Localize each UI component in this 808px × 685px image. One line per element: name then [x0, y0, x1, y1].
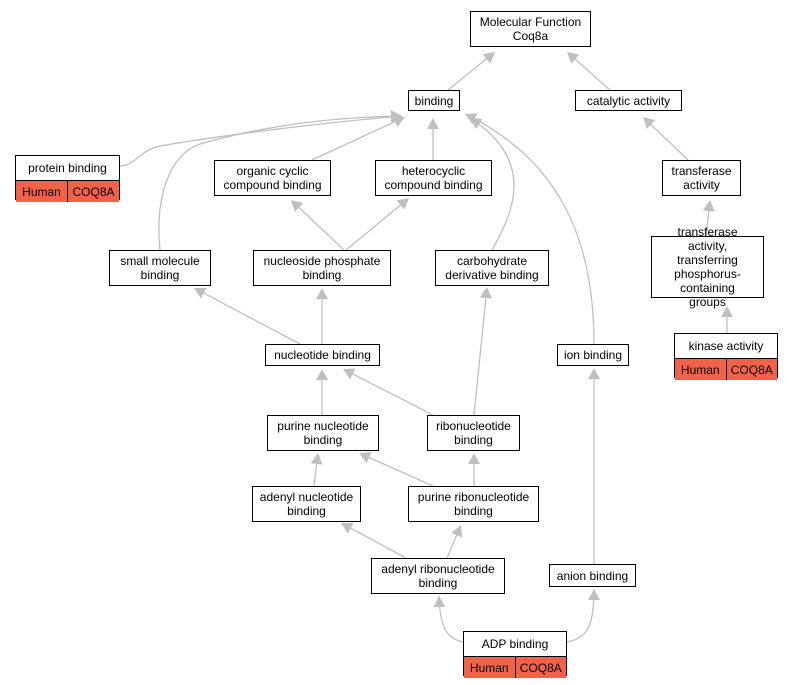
node-label: anion binding [556, 568, 629, 583]
node-label: organic cyclic compound binding [223, 164, 322, 192]
node-kinase-activity[interactable]: kinase activity Human COQ8A [674, 333, 778, 380]
node-label: small molecule binding [120, 254, 200, 282]
node-label: heterocyclic compound binding [384, 164, 483, 192]
edge-arrowhead [341, 522, 354, 534]
gene-annotation-row: Human COQ8A [464, 656, 566, 678]
species-cell: Human [469, 660, 509, 675]
edge-ion-to-binding [464, 113, 595, 345]
edge-ribonucleotide-to-carbohydrate_derivative [473, 294, 487, 416]
gene-annotation-row: Human COQ8A [675, 358, 777, 380]
node-label: protein binding [28, 161, 107, 175]
node-label: nucleotide binding [274, 348, 371, 362]
edge-arrowhead [390, 110, 402, 123]
node-label: transferase activity [671, 164, 732, 192]
edge-adenyl_nucleotide-to-purine_nucleotide [313, 460, 318, 487]
edge-arrowhead [343, 368, 356, 380]
node-adenyl-ribonucleotide-binding[interactable]: adenyl ribonucleotide binding [371, 558, 505, 594]
edge-nucleotide-to-small_molecule [200, 291, 301, 345]
gene-annotation-row: Human COQ8A [16, 180, 119, 202]
gene-cell: COQ8A [725, 359, 778, 380]
edge-arrowhead [310, 453, 323, 465]
edge-arrowhead [702, 200, 715, 212]
node-adp-binding[interactable]: ADP binding Human COQ8A [463, 631, 567, 678]
node-label: nucleoside phosphate binding [263, 254, 381, 282]
edge-catalytic-to-root [572, 56, 611, 91]
node-molecular-function[interactable]: Molecular Function Coq8a [470, 11, 591, 47]
edge-arrowhead [468, 453, 480, 464]
node-nucleoside-phosphate-binding[interactable]: nucleoside phosphate binding [253, 250, 391, 286]
node-label: ribonucleotide binding [436, 419, 511, 447]
edge-ribonucleotide-to-nucleotide [349, 372, 434, 416]
edge-arrowhead [465, 113, 478, 125]
edge-arrowhead [316, 369, 328, 380]
edge-arrowhead [427, 118, 439, 129]
node-heterocyclic-compound-binding[interactable]: heterocyclic compound binding [375, 160, 492, 196]
edge-purine_ribonucleotide-to-purine_nucleotide [366, 455, 434, 487]
edge-arrowhead [479, 287, 492, 299]
node-nucleotide-binding[interactable]: nucleotide binding [265, 344, 380, 366]
node-protein-binding[interactable]: protein binding Human COQ8A [15, 155, 120, 202]
node-label: binding [414, 93, 454, 108]
species-cell: Human [680, 362, 720, 377]
edge-arrowhead [396, 198, 409, 210]
edge-arrowhead [291, 200, 304, 212]
node-purine-nucleotide-binding[interactable]: purine nucleotide binding [267, 415, 379, 451]
edge-carbohydrate_derivative-to-binding [469, 117, 515, 251]
node-purine-ribonucleotide-binding[interactable]: purine ribonucleotide binding [408, 486, 539, 522]
edge-adenyl_ribonucleotide-to-purine_ribonucleotide [446, 532, 459, 559]
node-label: Molecular Function Coq8a [479, 15, 582, 43]
node-label: adenyl nucleotide binding [259, 490, 354, 518]
edge-arrowhead [433, 596, 446, 608]
edge-nucleoside_phosphate-to-organic_cyclic [296, 205, 345, 251]
node-label: purine ribonucleotide binding [417, 490, 530, 518]
edge-arrowhead [316, 288, 328, 299]
edge-small_molecule-to-binding [158, 115, 403, 251]
edge-arrowhead [721, 306, 733, 317]
node-carbohydrate-derivative-binding[interactable]: carbohydrate derivative binding [435, 250, 549, 286]
gene-cell: COQ8A [514, 657, 567, 678]
edge-arrowhead [643, 117, 656, 129]
node-ion-binding[interactable]: ion binding [557, 344, 629, 366]
edge-protein_binding-to-binding [119, 115, 403, 167]
node-transferase-activity[interactable]: transferase activity [662, 160, 741, 196]
node-label: ADP binding [481, 637, 549, 651]
node-label: catalytic activity [586, 93, 671, 108]
node-adenyl-nucleotide-binding[interactable]: adenyl nucleotide binding [252, 486, 361, 522]
edge-nucleoside_phosphate-to-heterocyclic [345, 202, 404, 251]
node-label: transferase activity, transferring phosp… [674, 225, 741, 309]
edge-arrowhead [567, 52, 580, 64]
edge-binding-to-root [447, 56, 490, 91]
node-binding[interactable]: binding [408, 90, 460, 111]
species-cell: Human [22, 184, 61, 199]
edge-arrowhead [359, 452, 372, 463]
node-label: adenyl ribonucleotide binding [381, 562, 495, 590]
edge-organic_cyclic-to-binding [311, 119, 399, 161]
edge-adenyl_ribonucleotide-to-adenyl_nucleotide [347, 526, 407, 559]
node-label: kinase activity [688, 339, 764, 353]
edge-transferase_p-to-transferase [705, 207, 710, 237]
node-organic-cyclic-compound-binding[interactable]: organic cyclic compound binding [214, 160, 331, 196]
edge-arrowhead [588, 589, 600, 600]
edge-transferase-to-catalytic [648, 122, 689, 161]
node-label: ion binding [563, 348, 623, 362]
node-anion-binding[interactable]: anion binding [549, 564, 636, 587]
edge-arrowhead [194, 287, 207, 299]
gene-cell: COQ8A [67, 181, 119, 202]
node-transferase-phosphorus[interactable]: transferase activity, transferring phosp… [651, 225, 764, 309]
node-label: carbohydrate derivative binding [445, 254, 539, 282]
edge-arrowhead [588, 368, 600, 379]
edge-arrowhead [451, 525, 463, 538]
node-ribonucleotide-binding[interactable]: ribonucleotide binding [427, 415, 520, 451]
node-label: purine nucleotide binding [277, 419, 369, 447]
node-catalytic-activity[interactable]: catalytic activity [575, 90, 682, 111]
node-small-molecule-binding[interactable]: small molecule binding [109, 250, 211, 286]
edge-arrowhead [482, 52, 495, 64]
